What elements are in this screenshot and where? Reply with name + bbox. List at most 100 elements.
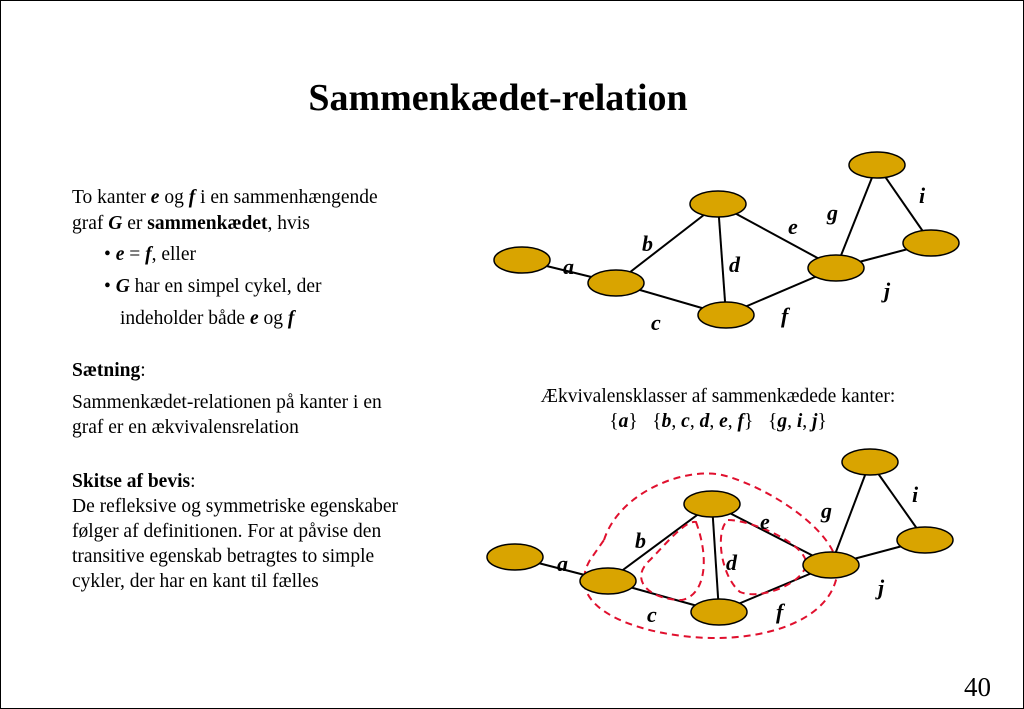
label-a: a <box>557 551 568 576</box>
text-fragment: = <box>124 244 146 265</box>
bottom-graph-vertices <box>486 448 954 626</box>
text-fragment: , eller <box>151 244 196 265</box>
edge-b <box>615 203 719 284</box>
proof-line-4: cykler, der har en kant til fælles <box>72 571 319 592</box>
symbol-e: e <box>150 187 160 208</box>
outer-class-outline <box>583 472 839 640</box>
top-graph-vertices <box>493 151 960 329</box>
text-fragment: indeholder både <box>120 308 250 329</box>
text-fragment: har en simpel cykel, der <box>129 276 322 297</box>
text-fragment: , <box>689 411 700 432</box>
equivalence-class-outlines <box>583 472 839 640</box>
bottom-graph-edges <box>514 461 926 613</box>
vertex <box>802 551 860 579</box>
symbol-j: j <box>812 411 818 432</box>
top-graph-edges <box>521 164 932 316</box>
definition-line-1: To kanter e og f i en sammenhængende <box>72 185 378 210</box>
bottom-graph-labels: a b c d e f g i j <box>557 482 919 627</box>
text-fragment: : <box>190 471 196 492</box>
vertex <box>902 229 960 257</box>
edge-g <box>835 164 878 269</box>
text-fragment: , hvis <box>267 213 310 234</box>
text-fragment: To kanter <box>72 187 151 208</box>
symbol-g: g <box>777 411 788 432</box>
symbol-d: d <box>699 411 710 432</box>
symbol-G: G <box>115 276 130 297</box>
text-fragment: , <box>802 411 813 432</box>
label-j: j <box>875 575 885 600</box>
label-g: g <box>826 200 838 225</box>
symbol-f: f <box>145 244 152 265</box>
symbol-i: i <box>796 411 803 432</box>
label-b: b <box>642 231 653 256</box>
vertex <box>807 254 865 282</box>
proof-line-2: følger af definitionen. For at påvise de… <box>72 521 382 542</box>
proof-heading-text: Skitse af bevis <box>72 471 191 492</box>
label-i: i <box>919 183 926 208</box>
vertex <box>896 526 954 554</box>
top-graph: a b c d e f g i j <box>493 151 960 335</box>
vertex <box>690 598 748 626</box>
text-fragment: og <box>159 187 189 208</box>
text-fragment: : <box>140 360 146 381</box>
label-d: d <box>726 550 738 575</box>
edge-d <box>717 203 727 316</box>
slide-title: Sammenkædet-relation <box>308 77 688 119</box>
symbol-f: f <box>737 411 744 432</box>
vertex <box>579 567 637 595</box>
vertex <box>486 543 544 571</box>
theorem-line-2: graf er en ækvivalensrelation <box>72 417 299 438</box>
symbol-e: e <box>115 244 125 265</box>
symbol-b: b <box>661 411 672 432</box>
label-a: a <box>563 254 574 279</box>
vertex <box>683 490 741 518</box>
label-g: g <box>820 498 832 523</box>
term-sammenkaedet: sammenkædet <box>147 213 268 234</box>
label-j: j <box>881 278 891 303</box>
label-c: c <box>647 602 657 627</box>
edge-e <box>717 203 837 269</box>
label-f: f <box>776 599 786 624</box>
bullet-dot: • <box>104 276 111 297</box>
text-fragment: { <box>609 411 619 432</box>
text-fragment: } { <box>628 411 662 432</box>
bullet-dot: • <box>104 244 111 265</box>
edge-e <box>711 503 832 566</box>
text-fragment: } { <box>743 411 778 432</box>
symbol-G: G <box>108 213 123 234</box>
label-b: b <box>635 528 646 553</box>
theorem-heading: Sætning: <box>72 358 146 383</box>
definition-line-2: graf G er sammenkædet, hvis <box>72 211 310 236</box>
top-graph-labels: a b c d e f g i j <box>563 183 926 335</box>
text-fragment: , <box>727 411 738 432</box>
edge-b <box>607 503 713 582</box>
vertex <box>493 246 551 274</box>
text-fragment: , <box>709 411 720 432</box>
bullet-1: • e = f, eller <box>104 242 196 267</box>
inner-cycle-right-outline <box>719 518 808 596</box>
theorem-heading-text: Sætning <box>72 360 141 381</box>
vertex <box>587 269 645 297</box>
vertex <box>689 190 747 218</box>
text-fragment: er <box>122 213 148 234</box>
symbol-a: a <box>618 411 629 432</box>
text-fragment: , <box>787 411 797 432</box>
text-fragment: i en sammenhængende <box>195 187 378 208</box>
inner-cycle-left-outline <box>640 520 705 602</box>
symbol-f: f <box>188 187 196 208</box>
text-fragment: , <box>671 411 682 432</box>
bottom-graph: a b c d e f g i j <box>486 448 954 640</box>
text-fragment: } <box>817 411 827 432</box>
equivalence-classes-caption: Ækvivalensklasser af sammenkædede kanter… <box>478 384 958 434</box>
vertex <box>848 151 906 179</box>
label-e: e <box>760 509 770 534</box>
bullet-2: • G har en simpel cykel, der <box>104 274 321 299</box>
symbol-c: c <box>681 411 690 432</box>
classes-formula: {a} {b, c, d, e, f} {g, i, j} <box>478 409 958 434</box>
symbol-f: f <box>287 308 295 329</box>
symbol-e: e <box>719 411 728 432</box>
caption-text: Ækvivalensklasser af sammenkædede kanter… <box>540 386 896 407</box>
vertex <box>697 301 755 329</box>
bullet-2-continuation: indeholder både e og f <box>120 306 294 331</box>
